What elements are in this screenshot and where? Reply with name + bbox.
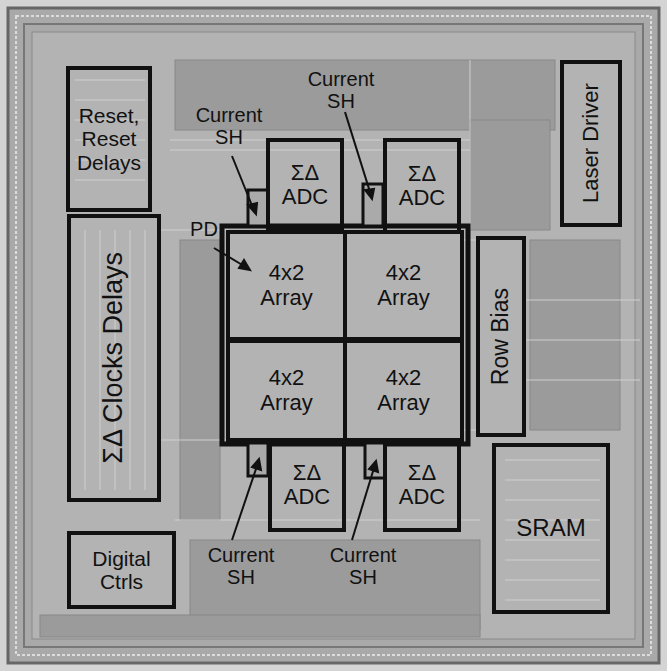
block-label: SRAM	[516, 515, 585, 541]
block-outline: Digital Ctrls	[67, 531, 176, 609]
block-label: 4x2 Array	[247, 261, 327, 309]
block-outline: ΣΔ ADC	[266, 138, 344, 232]
block-outline: SRAM	[492, 443, 610, 614]
block-outline: 4x2 Array	[226, 230, 347, 341]
callout-label: Current SH	[184, 104, 274, 148]
block-outline: Laser Driver	[560, 60, 622, 227]
block-label: ΣΔ ADC	[276, 461, 338, 509]
block-label: 4x2 Array	[364, 261, 444, 309]
block-label: Laser Driver	[579, 65, 603, 223]
block-outline: ΣΔ ADC	[383, 138, 461, 234]
block-label: 4x2 Array	[364, 366, 444, 414]
block-label: ΣΔ ADC	[391, 461, 453, 509]
block-outline: 4x2 Array	[226, 339, 347, 442]
block-label: Row Bias	[488, 241, 513, 431]
block-label: ΣΔ ADC	[391, 162, 453, 210]
callout-label: Current SH	[196, 544, 286, 588]
callout-label: Current SH	[296, 68, 386, 112]
block-label: 4x2 Array	[247, 366, 327, 414]
block-outline: ΣΔ ADC	[268, 438, 346, 532]
block-outline: 4x2 Array	[343, 230, 464, 341]
callout-label: PD	[184, 218, 224, 240]
callout-label: Current SH	[318, 544, 408, 588]
block-outline: Row Bias	[476, 236, 526, 437]
block-label: Digital Ctrls	[74, 547, 170, 593]
block-label: ΣΔ ADC	[274, 161, 336, 209]
block-label: ΣΔ Clocks Delays	[99, 223, 129, 493]
block-outline: Reset, Reset Delays	[66, 66, 152, 212]
block-label: Reset, Reset Delays	[70, 104, 148, 173]
block-outline: ΣΔ ADC	[383, 438, 461, 532]
block-outline: ΣΔ Clocks Delays	[67, 214, 161, 502]
block-outline: 4x2 Array	[343, 339, 464, 442]
